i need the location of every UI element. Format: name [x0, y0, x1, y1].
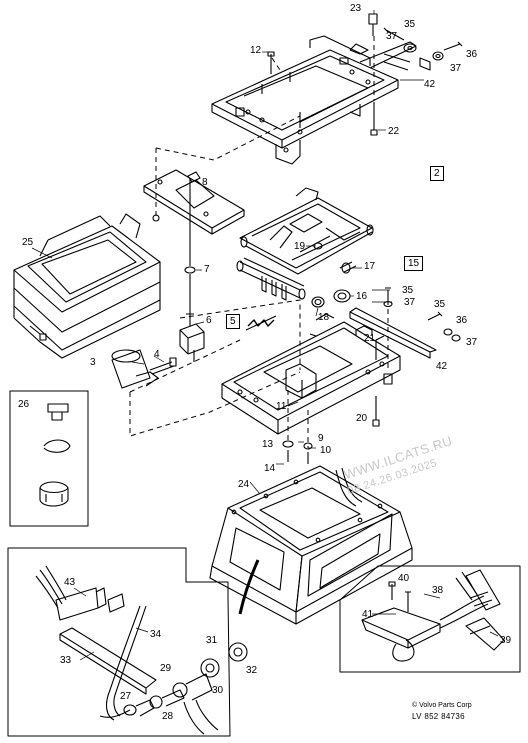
- callout-8: 8: [202, 177, 208, 188]
- callout-11: 11: [276, 401, 287, 412]
- callout-37: 37: [386, 31, 398, 42]
- callout-4: 4: [154, 349, 160, 360]
- bellows-cover: [14, 214, 160, 358]
- scissor-mechanism: [237, 188, 373, 307]
- callout-9: 9: [318, 433, 324, 444]
- callout-19: 19: [294, 241, 306, 252]
- callout-6: 6: [206, 315, 212, 326]
- lower-frame: [222, 314, 400, 434]
- callout-37: 37: [404, 297, 416, 308]
- callout-18: 18: [318, 312, 330, 323]
- drawing-code: LV 852 84736: [412, 712, 465, 721]
- callout-32: 32: [246, 665, 258, 676]
- callout-12: 12: [250, 45, 262, 56]
- callout-27: 27: [120, 691, 132, 702]
- callout-42: 42: [424, 79, 436, 90]
- callout-17: 17: [364, 261, 376, 272]
- strap-assembly: [362, 570, 504, 661]
- callout-36: 36: [456, 315, 468, 326]
- callout-box-2: 2: [430, 166, 444, 181]
- callout-22: 22: [388, 126, 400, 137]
- air-cylinder: [112, 350, 176, 388]
- callout-20: 20: [356, 413, 368, 424]
- callout-box-5: 5: [226, 314, 240, 329]
- base-housing: [210, 466, 412, 624]
- callout-13: 13: [262, 439, 274, 450]
- clip-kit: [40, 404, 70, 506]
- callout-21: 21: [364, 333, 376, 344]
- callout-23: 23: [350, 3, 362, 14]
- callout-28: 28: [162, 711, 174, 722]
- callout-25: 25: [22, 237, 34, 248]
- bracket-plate: [144, 170, 244, 234]
- upper-slide-frame: [212, 36, 416, 164]
- callout-26: 26: [18, 399, 30, 410]
- callout-40: 40: [398, 573, 410, 584]
- callout-37: 37: [466, 337, 478, 348]
- callout-35: 35: [434, 299, 446, 310]
- callout-43: 43: [64, 577, 76, 588]
- callout-35: 35: [402, 285, 414, 296]
- callout-41: 41: [362, 609, 374, 620]
- callout-16: 16: [356, 291, 368, 302]
- callout-7: 7: [204, 264, 210, 275]
- callout-14: 14: [264, 463, 276, 474]
- callout-29: 29: [160, 663, 172, 674]
- callout-30: 30: [212, 685, 224, 696]
- callout-38: 38: [432, 585, 444, 596]
- callout-3: 3: [90, 357, 96, 368]
- callout-35: 35: [404, 19, 416, 30]
- callout-10: 10: [320, 445, 332, 456]
- callout-42: 42: [436, 361, 448, 372]
- callout-34: 34: [150, 629, 162, 640]
- callout-31: 31: [206, 635, 218, 646]
- callout-24: 24: [238, 479, 250, 490]
- air-valve: [180, 312, 204, 362]
- callout-36: 36: [466, 49, 478, 60]
- callout-33: 33: [60, 655, 72, 666]
- callout-39: 39: [500, 635, 512, 646]
- callout-37: 37: [450, 63, 462, 74]
- copyright-text: © Volvo Parts Corp: [412, 702, 472, 709]
- callout-box-15: 15: [404, 256, 424, 271]
- wiring-harness: [36, 566, 247, 734]
